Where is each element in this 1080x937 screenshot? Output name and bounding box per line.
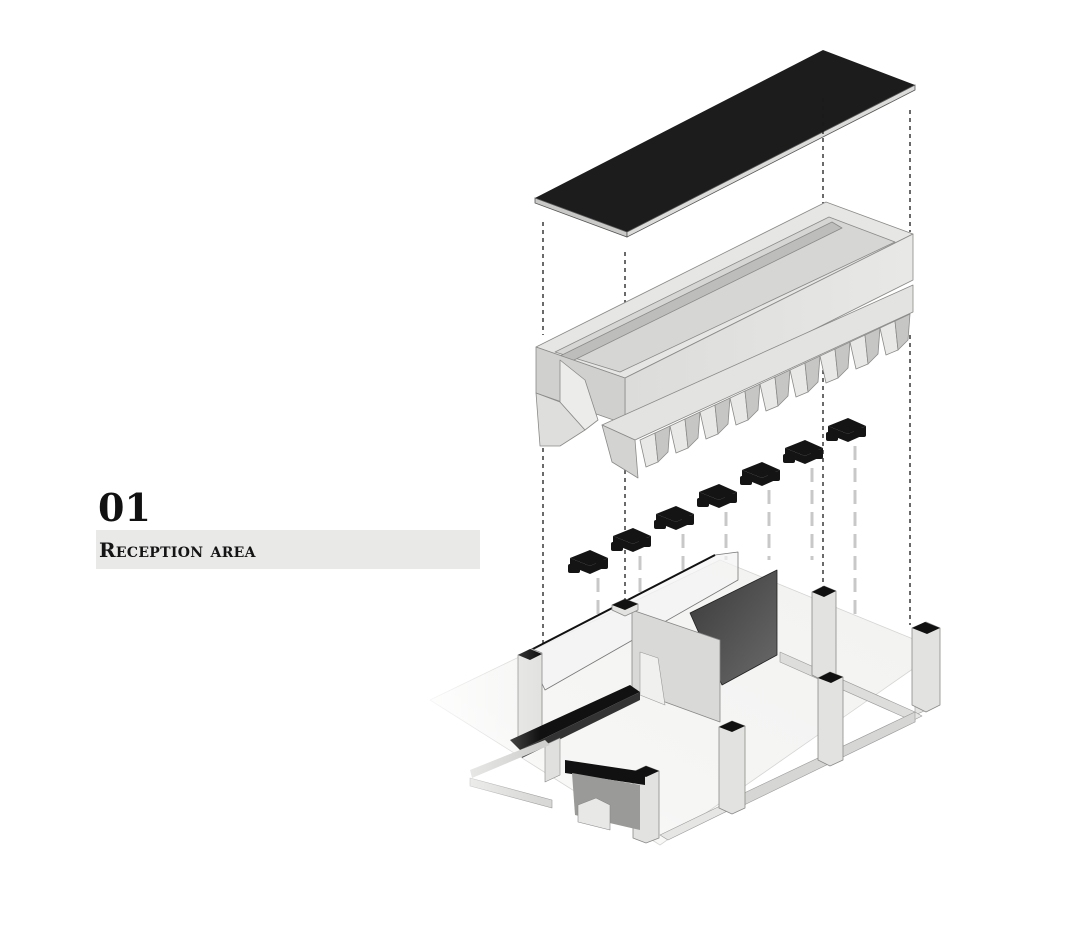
roof-slab xyxy=(534,50,916,238)
walls-and-floor xyxy=(400,551,941,860)
section-label: 01 Reception area xyxy=(96,488,480,569)
section-title-band: Reception area xyxy=(96,530,480,569)
section-title: Reception area xyxy=(99,538,256,562)
section-number: 01 xyxy=(98,485,151,530)
ceiling-structure xyxy=(535,201,914,479)
pendant-light xyxy=(568,418,866,574)
